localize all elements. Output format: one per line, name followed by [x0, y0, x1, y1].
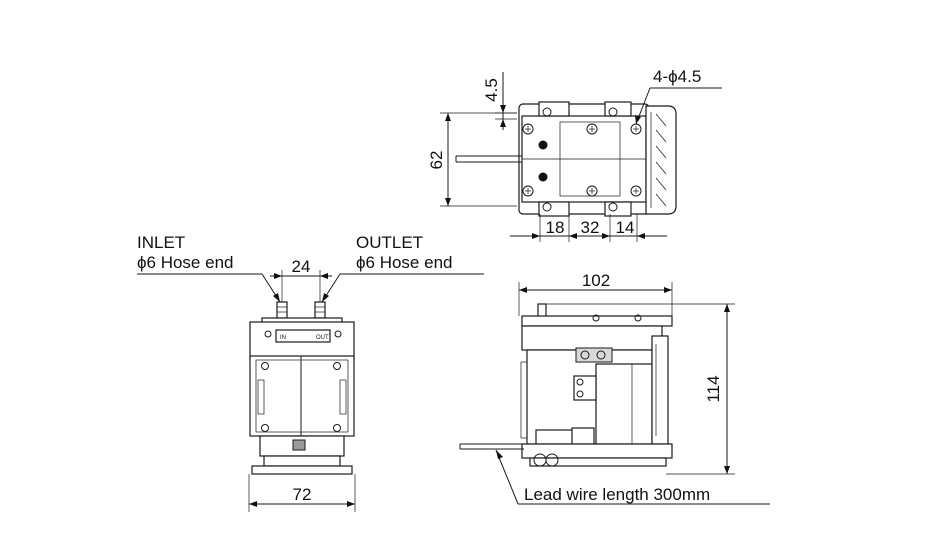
inlet-label-line1: INLET: [137, 233, 185, 252]
front-view: IN OUT 24 72 INLET ϕ6 Hose end: [137, 233, 484, 512]
front-view-connector: [292, 439, 306, 451]
outlet-hose-end: [314, 301, 326, 319]
dim-label-114: 114: [704, 375, 723, 402]
side-view-foot: [529, 457, 667, 467]
front-view-body: [249, 355, 355, 437]
inlet-hose-end: [276, 301, 288, 319]
front-view-foot: [251, 465, 353, 475]
top-view-motor-block: [645, 105, 677, 215]
hole-spec-label: 4-ϕ4.5: [653, 67, 701, 86]
side-view: Lead wire length 300mm 102 114: [459, 271, 770, 505]
dim-label-18: 18: [546, 218, 565, 237]
top-view-tab: [538, 201, 570, 217]
dim-label-24: 24: [292, 257, 311, 276]
side-view-coil: [651, 335, 669, 445]
dim-label-72: 72: [293, 485, 312, 504]
dim-label-14: 14: [616, 218, 635, 237]
dim-label-4-5: 4.5: [482, 78, 501, 102]
top-view-port: [538, 172, 548, 182]
top-view-tab: [604, 201, 632, 217]
lead-wire-label: Lead wire length 300mm: [524, 485, 710, 504]
dim-label-102: 102: [582, 271, 610, 290]
dim-label-32: 32: [581, 218, 600, 237]
in-tag: IN: [280, 335, 286, 341]
dim-label-62: 62: [427, 151, 446, 170]
side-view-head: [521, 325, 663, 351]
in-out-label-plate: [275, 329, 331, 343]
top-view-tab: [538, 101, 570, 117]
outlet-label-line1: OUTLET: [356, 233, 423, 252]
side-view-motor: [595, 363, 653, 445]
lead-wire-leader: [495, 449, 519, 505]
top-view-tab: [604, 101, 632, 117]
top-view-port: [538, 140, 548, 150]
outlet-label-line2: ϕ6 Hose end: [356, 253, 452, 272]
out-tag: OUT: [316, 335, 329, 341]
top-view: 62 4.5 4-ϕ4.5 18 32 14: [427, 67, 722, 242]
inlet-label-line2: ϕ6 Hose end: [137, 253, 233, 272]
